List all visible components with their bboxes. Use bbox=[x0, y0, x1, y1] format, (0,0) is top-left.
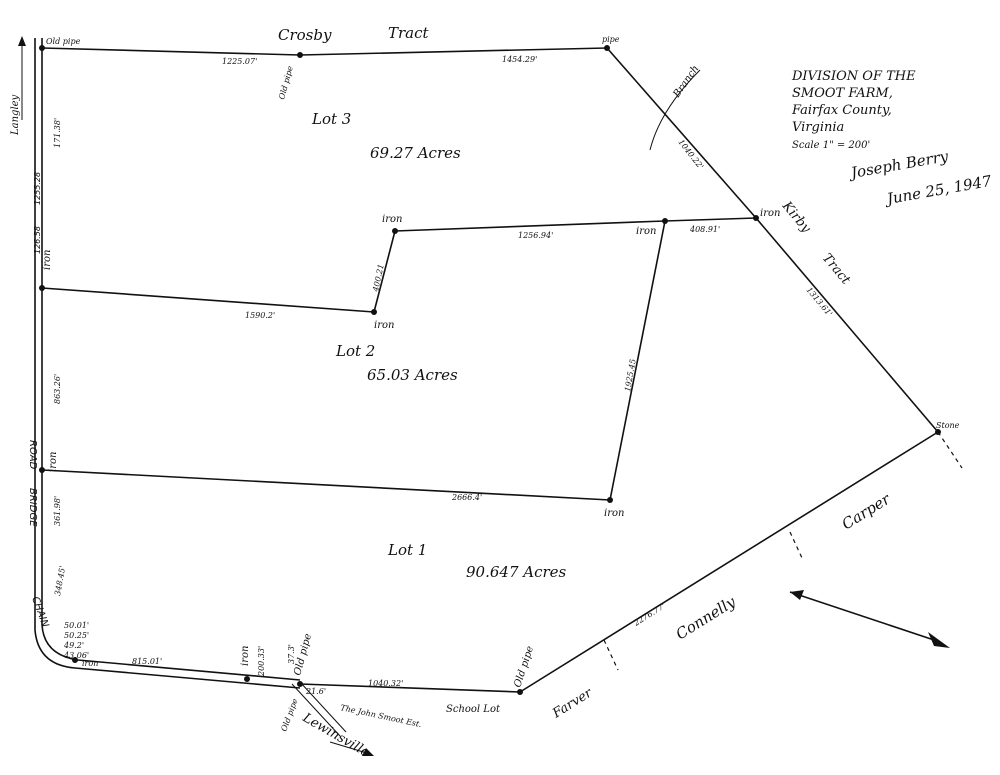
dist-road-d: 863.26' bbox=[53, 374, 62, 404]
title-line-4: Virginia bbox=[792, 120, 844, 135]
iron-label-jog-top: iron bbox=[382, 214, 402, 225]
iron-label-lot2: iron bbox=[42, 250, 53, 270]
dist-lot3-south-b: 408.91' bbox=[689, 225, 720, 234]
branch-label: Branch bbox=[671, 63, 702, 100]
lot-2-name: Lot 2 bbox=[335, 342, 375, 360]
lewinsville-arrow bbox=[329, 741, 374, 756]
old-pipe-label-southwest: Old pipe bbox=[279, 697, 299, 733]
connelly-label: Connelly bbox=[673, 592, 740, 643]
road-label-bridge: BRIDGE bbox=[27, 488, 38, 527]
dist-road-a: 171.38' bbox=[53, 118, 62, 148]
title-line-3: Fairfax County, bbox=[791, 103, 892, 118]
crosby-tract-label: Tract bbox=[388, 24, 430, 42]
stone-label: Stone bbox=[936, 421, 960, 430]
dist-southeast: 2276.77' bbox=[631, 601, 667, 628]
iron-label-lot1: iron bbox=[48, 452, 59, 472]
kirby-label: Kirby bbox=[778, 198, 814, 236]
smoot-estate-label: The John Smoot Est. bbox=[340, 703, 423, 729]
lot-3-name: Lot 3 bbox=[311, 110, 351, 128]
dist-lot2-north: 1590.2' bbox=[245, 311, 275, 320]
old-pipe-label-school: Old pipe bbox=[512, 645, 536, 689]
old-pipe-label-top: Old pipe bbox=[277, 65, 295, 101]
farver-label: Farver bbox=[549, 685, 595, 722]
dist-road-f: 348.45' bbox=[53, 565, 67, 596]
dist-road-c: 126.58 bbox=[33, 226, 42, 254]
dist-curve-2: 50.25' bbox=[64, 631, 89, 640]
langley-arrow bbox=[18, 36, 26, 120]
kirby-tract-label: Tract bbox=[819, 251, 854, 288]
dist-road-e: 361.98' bbox=[53, 496, 62, 526]
lot-2-area: 65.03 Acres bbox=[367, 366, 458, 384]
iron-label-kirby: iron bbox=[760, 208, 780, 219]
dist-top-west: 1225.07' bbox=[222, 57, 257, 66]
title-line-2: SMOOT FARM, bbox=[792, 86, 893, 101]
dist-south-b: 200.33' bbox=[257, 646, 266, 677]
signature-block: Joseph Berry June 25, 1947 bbox=[847, 147, 994, 208]
title-block: DIVISION OF THE SMOOT FARM, Fairfax Coun… bbox=[791, 69, 916, 151]
dist-curve-3: 49.2' bbox=[63, 641, 84, 650]
title-line-1: DIVISION OF THE bbox=[791, 69, 916, 84]
dist-lot2-east: 1925.45 bbox=[623, 358, 638, 392]
langley-label: Langley bbox=[10, 94, 21, 136]
dist-lot3-south-a: 1256.94' bbox=[518, 231, 553, 240]
boundary-lines bbox=[41, 47, 963, 693]
survey-date: June 25, 1947 bbox=[883, 172, 994, 209]
road-label-road: ROAD bbox=[27, 440, 38, 470]
dist-lot1-north: 2666.4' bbox=[451, 493, 482, 502]
surveyor-signature: Joseph Berry bbox=[847, 147, 950, 182]
scale-text: Scale 1" = 200' bbox=[792, 140, 870, 151]
iron-label-jog-bottom: iron bbox=[374, 320, 394, 331]
branch-stream bbox=[649, 69, 701, 151]
crosby-label: Crosby bbox=[278, 26, 332, 44]
dist-road-b: 1255.28 bbox=[33, 172, 42, 205]
dist-curve-1: 50.01' bbox=[64, 621, 89, 630]
iron-label-lot1-east: iron bbox=[604, 508, 624, 519]
dist-south-c: 37.3' bbox=[287, 644, 296, 664]
dist-curve-4: 43.06' bbox=[63, 651, 89, 660]
old-pipe-label-nw: Old pipe bbox=[46, 37, 81, 46]
lot-1-name: Lot 1 bbox=[387, 541, 427, 559]
north-arrow bbox=[789, 590, 950, 648]
pipe-label-ne: pipe bbox=[602, 35, 620, 44]
corner-markers bbox=[39, 45, 941, 695]
dist-kirby-east: 1313.61' bbox=[804, 286, 834, 319]
lot-1-area: 90.647 Acres bbox=[466, 563, 567, 581]
iron-label-curve: iron bbox=[82, 659, 98, 668]
iron-label-lot3-east: iron bbox=[636, 226, 656, 237]
road-label-chain: CHAIN bbox=[29, 595, 50, 629]
dist-south-a: 815.01' bbox=[132, 657, 162, 666]
iron-label-south: iron bbox=[240, 646, 251, 666]
carper-label: Carper bbox=[839, 489, 894, 533]
dist-south-d: 21.6' bbox=[305, 687, 326, 696]
lewinsville-label: Lewinsville bbox=[299, 710, 372, 761]
dist-top-east: 1454.29' bbox=[502, 55, 537, 64]
dist-south-e: 1040.32' bbox=[368, 679, 403, 688]
lot-3-area: 69.27 Acres bbox=[370, 144, 461, 162]
school-lot-label: School Lot bbox=[446, 704, 501, 715]
